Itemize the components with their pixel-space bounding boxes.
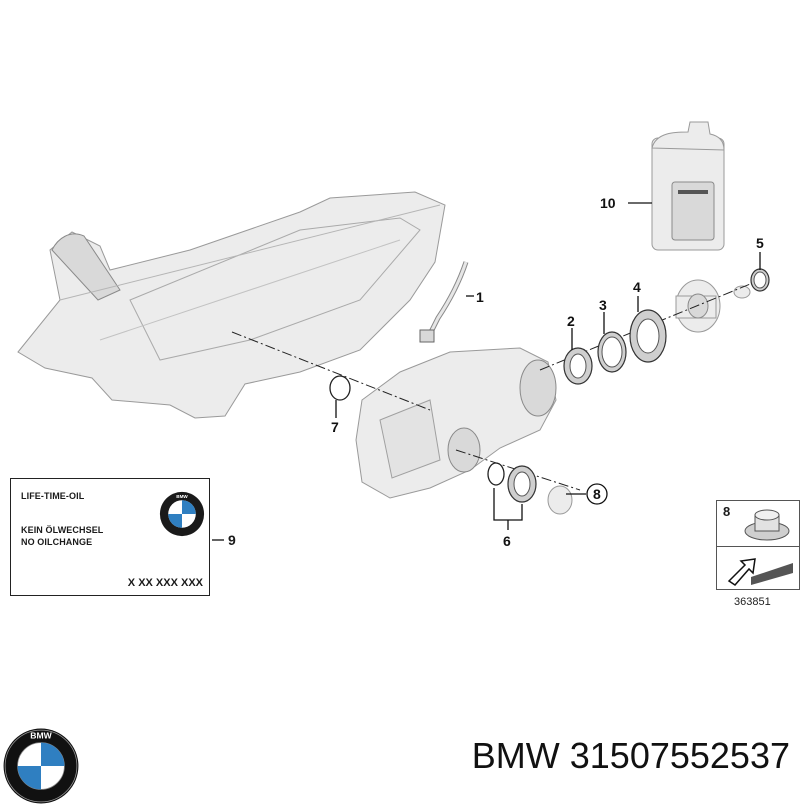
arrow-icon (727, 558, 793, 586)
bmw-logo-small: BMW (159, 491, 205, 537)
brand-row: BMW BMW 31507552537 (0, 705, 800, 804)
callout-1: 1 (476, 289, 484, 305)
inset-part-number: 8 (723, 504, 731, 519)
label-code: X XX XXX XXX (127, 577, 203, 589)
callout-2: 2 (567, 313, 575, 329)
label-line-3: NO OILCHANGE (21, 537, 93, 547)
lifetime-oil-label: LIFE-TIME-OIL KEIN ÖLWECHSEL NO OILCHANG… (10, 478, 210, 596)
plug-8-ring (547, 485, 573, 515)
breather-pipe (419, 261, 469, 343)
svg-text:BMW: BMW (30, 731, 52, 741)
callout-4: 4 (633, 279, 641, 295)
label-line-2: KEIN ÖLWECHSEL (21, 525, 104, 535)
bmw-logo: BMW (3, 728, 79, 804)
shaft-seal-2 (563, 347, 593, 385)
svg-text:BMW: BMW (176, 494, 188, 499)
o-ring-7 (329, 375, 351, 401)
shim-4 (629, 309, 667, 363)
callout-8-circle (586, 483, 608, 505)
plug-icon (744, 509, 790, 541)
oil-bottle (651, 121, 725, 251)
differential-housing (355, 347, 557, 499)
part-title: BMW 31507552537 (471, 735, 790, 776)
circlip-5 (750, 268, 770, 292)
callout-5: 5 (756, 235, 764, 251)
o-ring-6a (487, 462, 505, 486)
callout-8: 8 (593, 486, 601, 502)
output-flange (675, 279, 721, 333)
callout-7: 7 (331, 419, 339, 435)
callout-9: 9 (228, 532, 236, 548)
callout-3: 3 (599, 297, 607, 313)
spacer-ring-3 (597, 331, 627, 373)
label-line-1: LIFE-TIME-OIL (21, 491, 85, 501)
callout-6: 6 (503, 533, 511, 549)
plug-detail-inset: 8 (716, 500, 800, 590)
reference-number: 363851 (734, 596, 771, 608)
oil-pan-housing (17, 191, 446, 419)
callout-10: 10 (600, 195, 616, 211)
shaft-seal-6b (507, 465, 537, 503)
